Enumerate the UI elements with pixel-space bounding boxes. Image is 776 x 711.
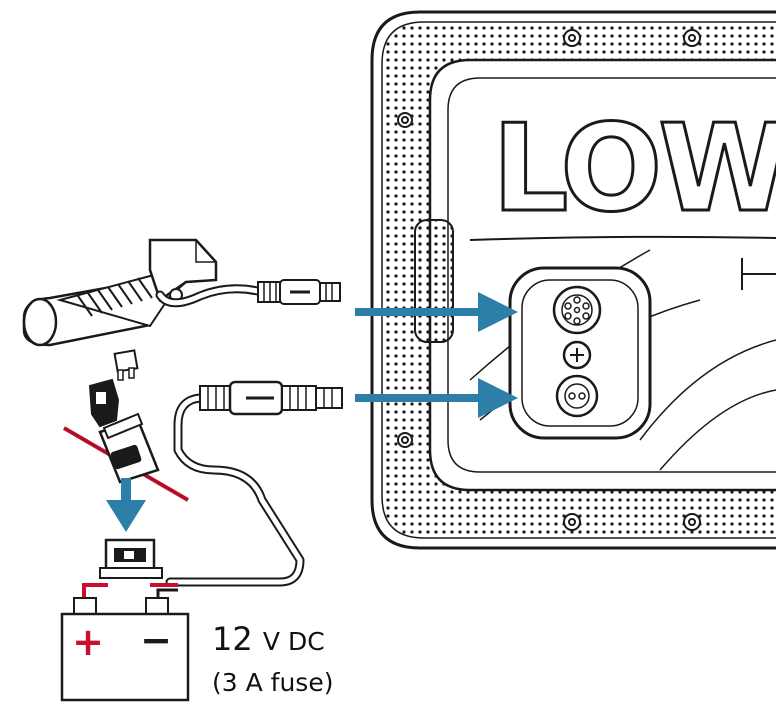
voltage-unit: V DC [262, 627, 325, 656]
arrow-transducer-to-port [355, 292, 518, 332]
power-cable [165, 393, 305, 587]
battery-positive-label: + [72, 620, 104, 664]
voltage-number: 12 [212, 620, 253, 658]
battery: + − [60, 538, 190, 702]
sonar-port[interactable] [552, 285, 602, 335]
voltage-label: 12 V DC [212, 620, 325, 658]
power-plug[interactable] [199, 380, 343, 416]
fuse-rating-label: (3 A fuse) [212, 668, 334, 697]
panel-screw [562, 340, 592, 370]
transducer-plug[interactable] [257, 279, 341, 305]
battery-negative-label: − [140, 618, 172, 662]
transducer [22, 238, 267, 347]
arrow-fuse-to-battery [106, 478, 146, 532]
fuse-holder [62, 349, 190, 502]
connector-panel [508, 266, 652, 440]
power-port[interactable] [555, 374, 599, 418]
arrow-power-to-port [355, 378, 518, 418]
housing-screws [397, 29, 701, 531]
unit-logo: LOW [492, 100, 776, 239]
